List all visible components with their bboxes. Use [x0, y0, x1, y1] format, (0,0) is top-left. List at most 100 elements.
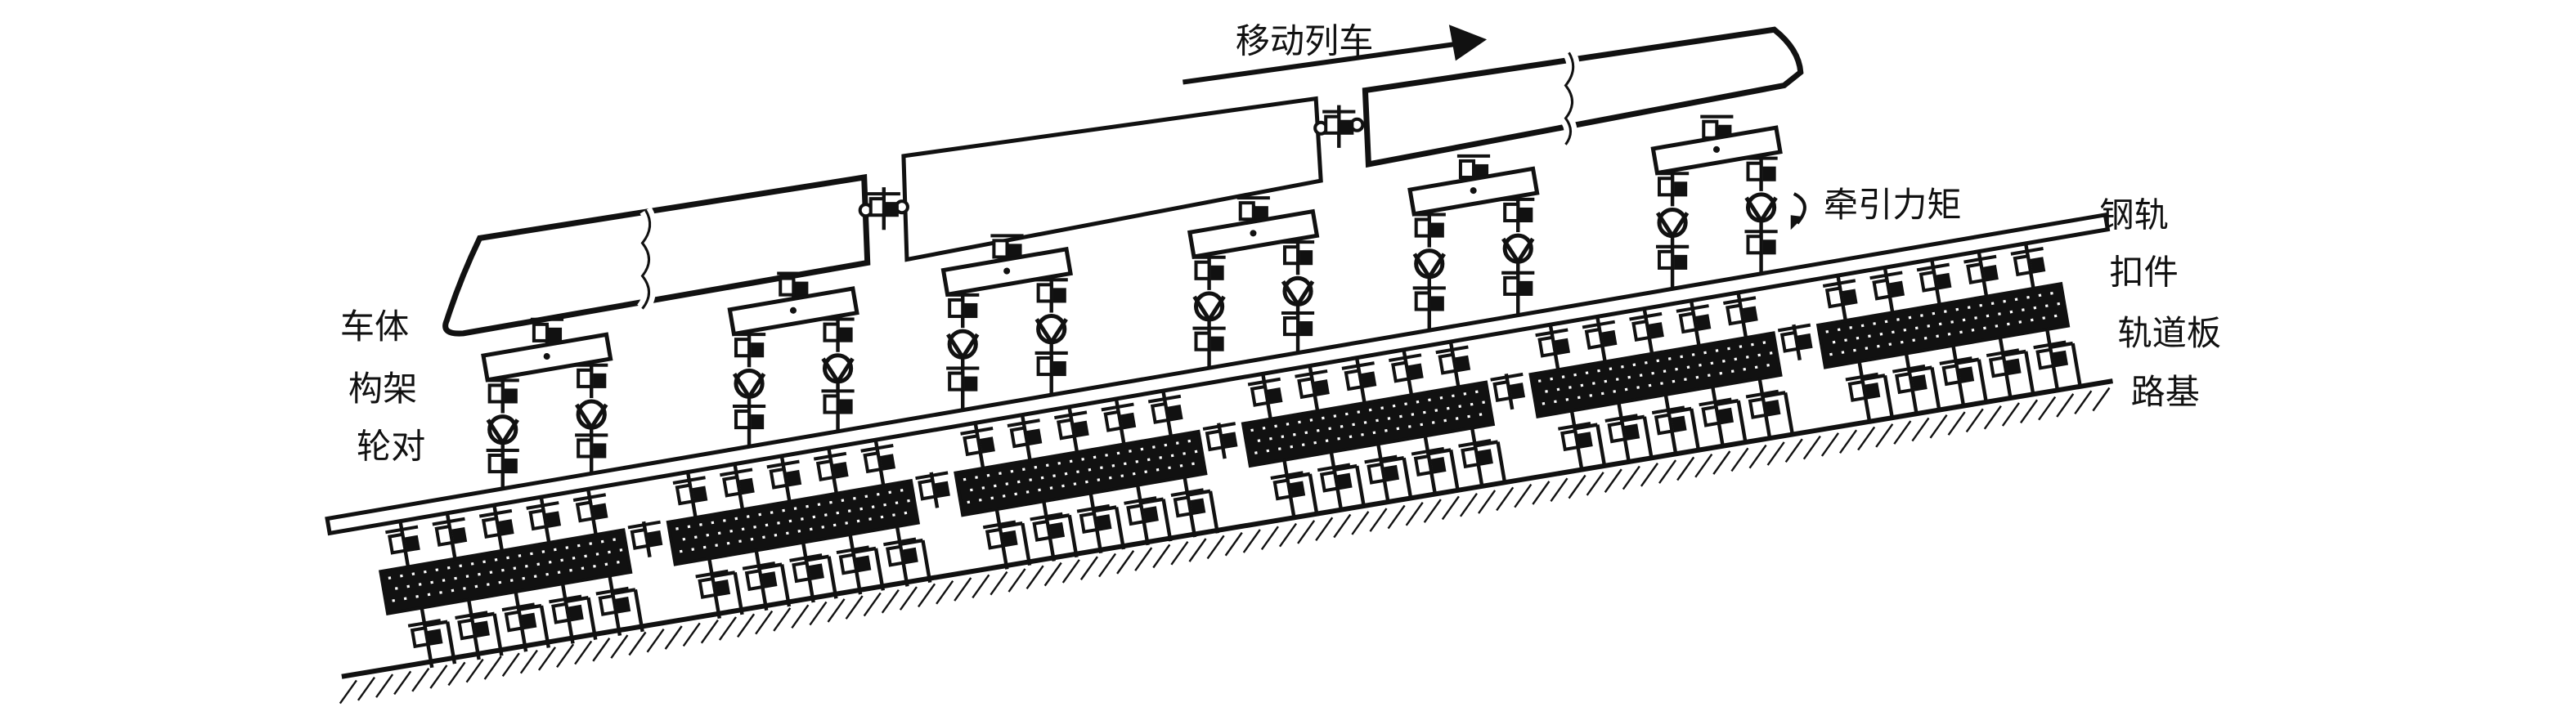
wheel-rail-contact-spring [1656, 235, 1690, 288]
fastener-spring [860, 440, 896, 486]
slab-dot [1537, 379, 1542, 383]
slab-dot [1266, 449, 1270, 453]
slab-dot [1344, 412, 1349, 416]
slab-dot [1387, 417, 1391, 420]
slab-dot [876, 492, 880, 496]
subgrade-link [2003, 349, 2026, 357]
slab-dot [871, 505, 875, 508]
track-slab-unit [666, 440, 950, 619]
bogie-frame [1650, 125, 1783, 176]
slab-dot [1684, 378, 1687, 381]
subgrade-post [1114, 507, 1126, 550]
slab-dot [765, 523, 769, 527]
slab-dot [729, 529, 734, 533]
frame-mass-center [789, 307, 797, 314]
subgrade-link [1574, 423, 1598, 431]
ground-hatch [863, 592, 882, 617]
slab-dot [1849, 326, 1853, 329]
primary-suspension-spring [1034, 276, 1068, 313]
slab-dot [845, 521, 848, 525]
slab-dot [1600, 392, 1604, 396]
ground-hatch [1929, 414, 1948, 439]
slab-dot [1286, 423, 1290, 426]
slab-dot [1680, 355, 1684, 359]
slab-dot [1900, 340, 1904, 344]
subgrade-ground [339, 378, 2113, 705]
slab-dot [513, 566, 517, 571]
slab-dot [1482, 401, 1485, 405]
ground-hatch [845, 595, 864, 620]
fastener-spring [1723, 292, 1758, 338]
slab-dot [717, 531, 721, 535]
slab-dot [1722, 359, 1726, 363]
track-slab [666, 478, 921, 566]
car-body-3 [1362, 26, 1804, 168]
slab-dot [2053, 314, 2058, 318]
slab-dot [1123, 462, 1127, 466]
train-vehicle [442, 26, 1804, 488]
primary-suspension-spring [1192, 253, 1226, 290]
slab-dot [418, 583, 422, 586]
slab-dot [1651, 371, 1654, 375]
slab-dot [470, 562, 474, 566]
ground-hatch [2020, 399, 2039, 424]
slab-dot [1420, 423, 1424, 427]
slab-dot [1979, 303, 1983, 307]
wheelset [1501, 233, 1535, 266]
fastener-spring [813, 447, 849, 494]
ground-hatch [483, 656, 502, 680]
slab-dot [699, 523, 702, 526]
subgrade-label: 路基 [2131, 372, 2200, 412]
bogie [481, 317, 613, 488]
slab-dot [2030, 318, 2034, 322]
slab-dot [1580, 383, 1584, 387]
subgrade-post [492, 613, 504, 656]
slab-dot [1097, 478, 1101, 481]
slab-dot [1769, 351, 1773, 355]
subgrade-spring [982, 508, 1018, 570]
slab-dot [1841, 351, 1845, 354]
slab-dot [1333, 414, 1337, 418]
slab-dot [1376, 418, 1379, 423]
primary-suspension-spring [732, 331, 766, 368]
slab-dot [613, 538, 616, 541]
slab-dot [679, 549, 683, 553]
slab-dot [1081, 458, 1084, 461]
subgrade-post [1402, 457, 1413, 501]
slab-dot [1884, 320, 1888, 324]
slab-dot [990, 496, 994, 500]
slab-joint-spring [915, 471, 950, 508]
slab-dot [1660, 382, 1663, 385]
fastener-spring [1007, 414, 1043, 461]
ground-hatch [1097, 553, 1117, 578]
subgrade-spring [549, 583, 584, 644]
slab-dot [1703, 351, 1707, 355]
slab-dot [1179, 463, 1183, 468]
subgrade-link [1334, 463, 1358, 472]
fastener-spring [1822, 275, 1858, 321]
bogie-frame [481, 332, 613, 383]
subgrade-spring [1745, 378, 1781, 439]
slab-dot [1734, 357, 1738, 361]
slab-dot [430, 580, 433, 584]
slab-dot [1754, 365, 1758, 369]
slab-dot [1010, 469, 1014, 473]
slab-dot [970, 488, 973, 492]
slab-dot [1187, 439, 1192, 443]
subgrade-post [1595, 424, 1607, 468]
slab-dot [750, 537, 754, 541]
ground-hatch [1079, 556, 1098, 580]
slab-dot [1192, 462, 1195, 466]
slab-dot [904, 511, 908, 515]
slab-dot [1986, 314, 1990, 318]
slab-dot [1340, 425, 1344, 428]
subgrade-post [1690, 408, 1701, 451]
slab-dot [967, 500, 971, 504]
slab-dot [1950, 320, 1954, 324]
slab-dot [1561, 375, 1565, 378]
slab-dot [1873, 322, 1876, 325]
fastener-spring [1295, 365, 1330, 412]
slab-dot [557, 571, 561, 575]
fastener-label: 扣件 [2109, 253, 2178, 293]
ground-hatch [1586, 472, 1604, 496]
